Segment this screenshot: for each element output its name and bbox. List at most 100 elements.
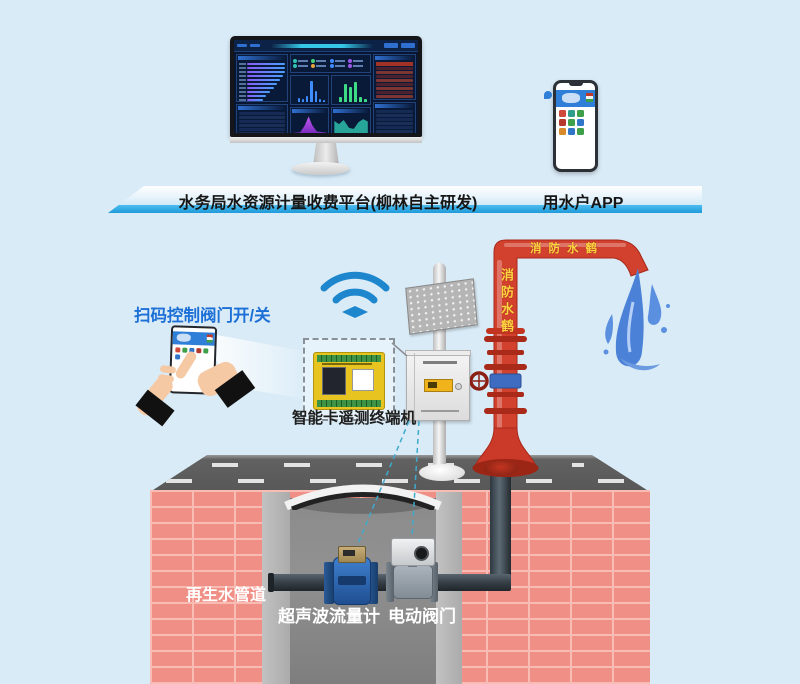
cabinet-display-window <box>424 379 453 392</box>
mini-bar-label <box>239 82 246 85</box>
monitor <box>230 36 422 137</box>
monitor-chin <box>230 137 422 143</box>
actuator-port <box>414 546 429 561</box>
monitor-stand-neck <box>313 143 339 165</box>
dashboard-body <box>234 52 418 133</box>
mini-bar <box>344 83 348 102</box>
mini-bar <box>247 62 285 65</box>
mini-bar <box>247 78 280 81</box>
cabinet-footer-marking <box>421 410 459 412</box>
dashboard-blue-bar-chart <box>289 75 330 105</box>
stat-dot-icon <box>311 64 316 68</box>
mini-bar <box>247 90 270 93</box>
dashboard-stats-strip <box>289 54 371 73</box>
riser-pipe <box>490 472 511 582</box>
terminal-label: 智能卡遥测终端机 <box>291 410 416 427</box>
stat-value-bar <box>353 60 364 62</box>
app-icon <box>559 128 566 135</box>
stat-cell <box>329 64 347 68</box>
phone-notch <box>568 83 583 86</box>
map-graphic <box>562 93 580 103</box>
app-icon-grid <box>556 107 595 138</box>
app-icon <box>568 119 575 126</box>
flowmeter-flange <box>324 562 334 604</box>
stat-value-bar <box>353 65 364 67</box>
stat-cell <box>292 59 310 63</box>
stat-value-bar <box>297 60 308 62</box>
mini-bar <box>247 98 263 101</box>
app-icon <box>577 110 584 117</box>
stat-cell <box>292 64 310 68</box>
app-banner <box>556 90 595 107</box>
app-icon <box>175 347 181 353</box>
banner-badge <box>206 334 213 343</box>
handheld-app-banner <box>172 331 215 346</box>
table-row-mini <box>375 87 413 90</box>
wifi-icon <box>320 271 390 318</box>
mini-bar-label <box>239 98 246 101</box>
pipe-end-cap <box>268 573 274 592</box>
dashboard-right-column <box>372 54 416 133</box>
terminal-block-top <box>317 355 381 362</box>
mountain-fill <box>292 116 327 133</box>
flow-meter-label: 超声波流量计 <box>278 607 380 626</box>
mini-bar <box>247 70 285 73</box>
table-row-mini <box>239 132 285 133</box>
smart-card-terminal-device <box>313 352 385 410</box>
left-hand-finger <box>159 364 177 375</box>
table-row-mini <box>375 126 413 129</box>
mini-bar-row <box>239 62 285 65</box>
table-row-mini <box>375 95 413 98</box>
smartphone <box>544 80 598 172</box>
stat-dot-icon <box>348 59 353 63</box>
stat-value-bar <box>334 60 345 62</box>
app-icon <box>203 348 209 354</box>
monitor-stand-base <box>292 162 350 175</box>
mini-bar <box>363 99 367 102</box>
cabinet-knob <box>455 383 462 390</box>
water-splash-icon <box>603 268 670 371</box>
table-row-mini <box>375 75 413 78</box>
dashboard-header-pill <box>237 44 247 47</box>
table-row-mini <box>375 91 413 94</box>
stat-dot-icon <box>311 59 316 63</box>
stat-cell <box>348 64 365 68</box>
mini-bar <box>302 99 305 102</box>
dashboard-left-column <box>236 54 288 133</box>
dashboard-header-pill <box>250 44 260 47</box>
ultrasonic-flow-meter <box>333 557 371 605</box>
cabinet-door-seam <box>414 353 415 420</box>
electric-valve-label: 电动阀门 <box>388 607 456 626</box>
scan-control-label: 扫码控制阀门开/关 <box>134 307 271 325</box>
mini-bar-label <box>239 62 246 65</box>
platform-shelf-edge <box>108 205 702 213</box>
stat-value-bar <box>316 65 327 67</box>
app-icon <box>559 119 566 126</box>
dashboard-header-button <box>384 43 398 48</box>
reclaimed-pipe-label: 再生水管道 <box>186 587 267 604</box>
stat-value-bar <box>334 65 345 67</box>
app-icon <box>559 110 566 117</box>
mini-bar-label <box>239 66 246 69</box>
banner-badge <box>586 93 593 102</box>
app-icon <box>175 354 181 360</box>
dashboard-middle-column <box>289 54 371 133</box>
map-graphic <box>176 333 191 342</box>
chat-bubble-icon <box>544 91 552 99</box>
stat-dot-icon <box>329 59 334 63</box>
table-row-mini <box>375 71 413 74</box>
dashboard-alarm-panel <box>372 54 416 100</box>
mini-bar-row <box>239 78 285 81</box>
stat-cell <box>311 64 328 68</box>
mini-bar <box>359 96 362 102</box>
mini-bar-label <box>239 90 246 93</box>
mini-bar-label <box>239 78 246 81</box>
terminal-callout-box <box>303 338 395 421</box>
mini-bar <box>318 98 322 102</box>
stat-cell <box>348 59 365 63</box>
table-row-mini <box>375 83 413 86</box>
electric-valve-actuator <box>391 538 435 566</box>
alarm-rows <box>374 67 415 98</box>
terminal-marking <box>322 363 372 365</box>
alarm-header <box>375 62 413 66</box>
